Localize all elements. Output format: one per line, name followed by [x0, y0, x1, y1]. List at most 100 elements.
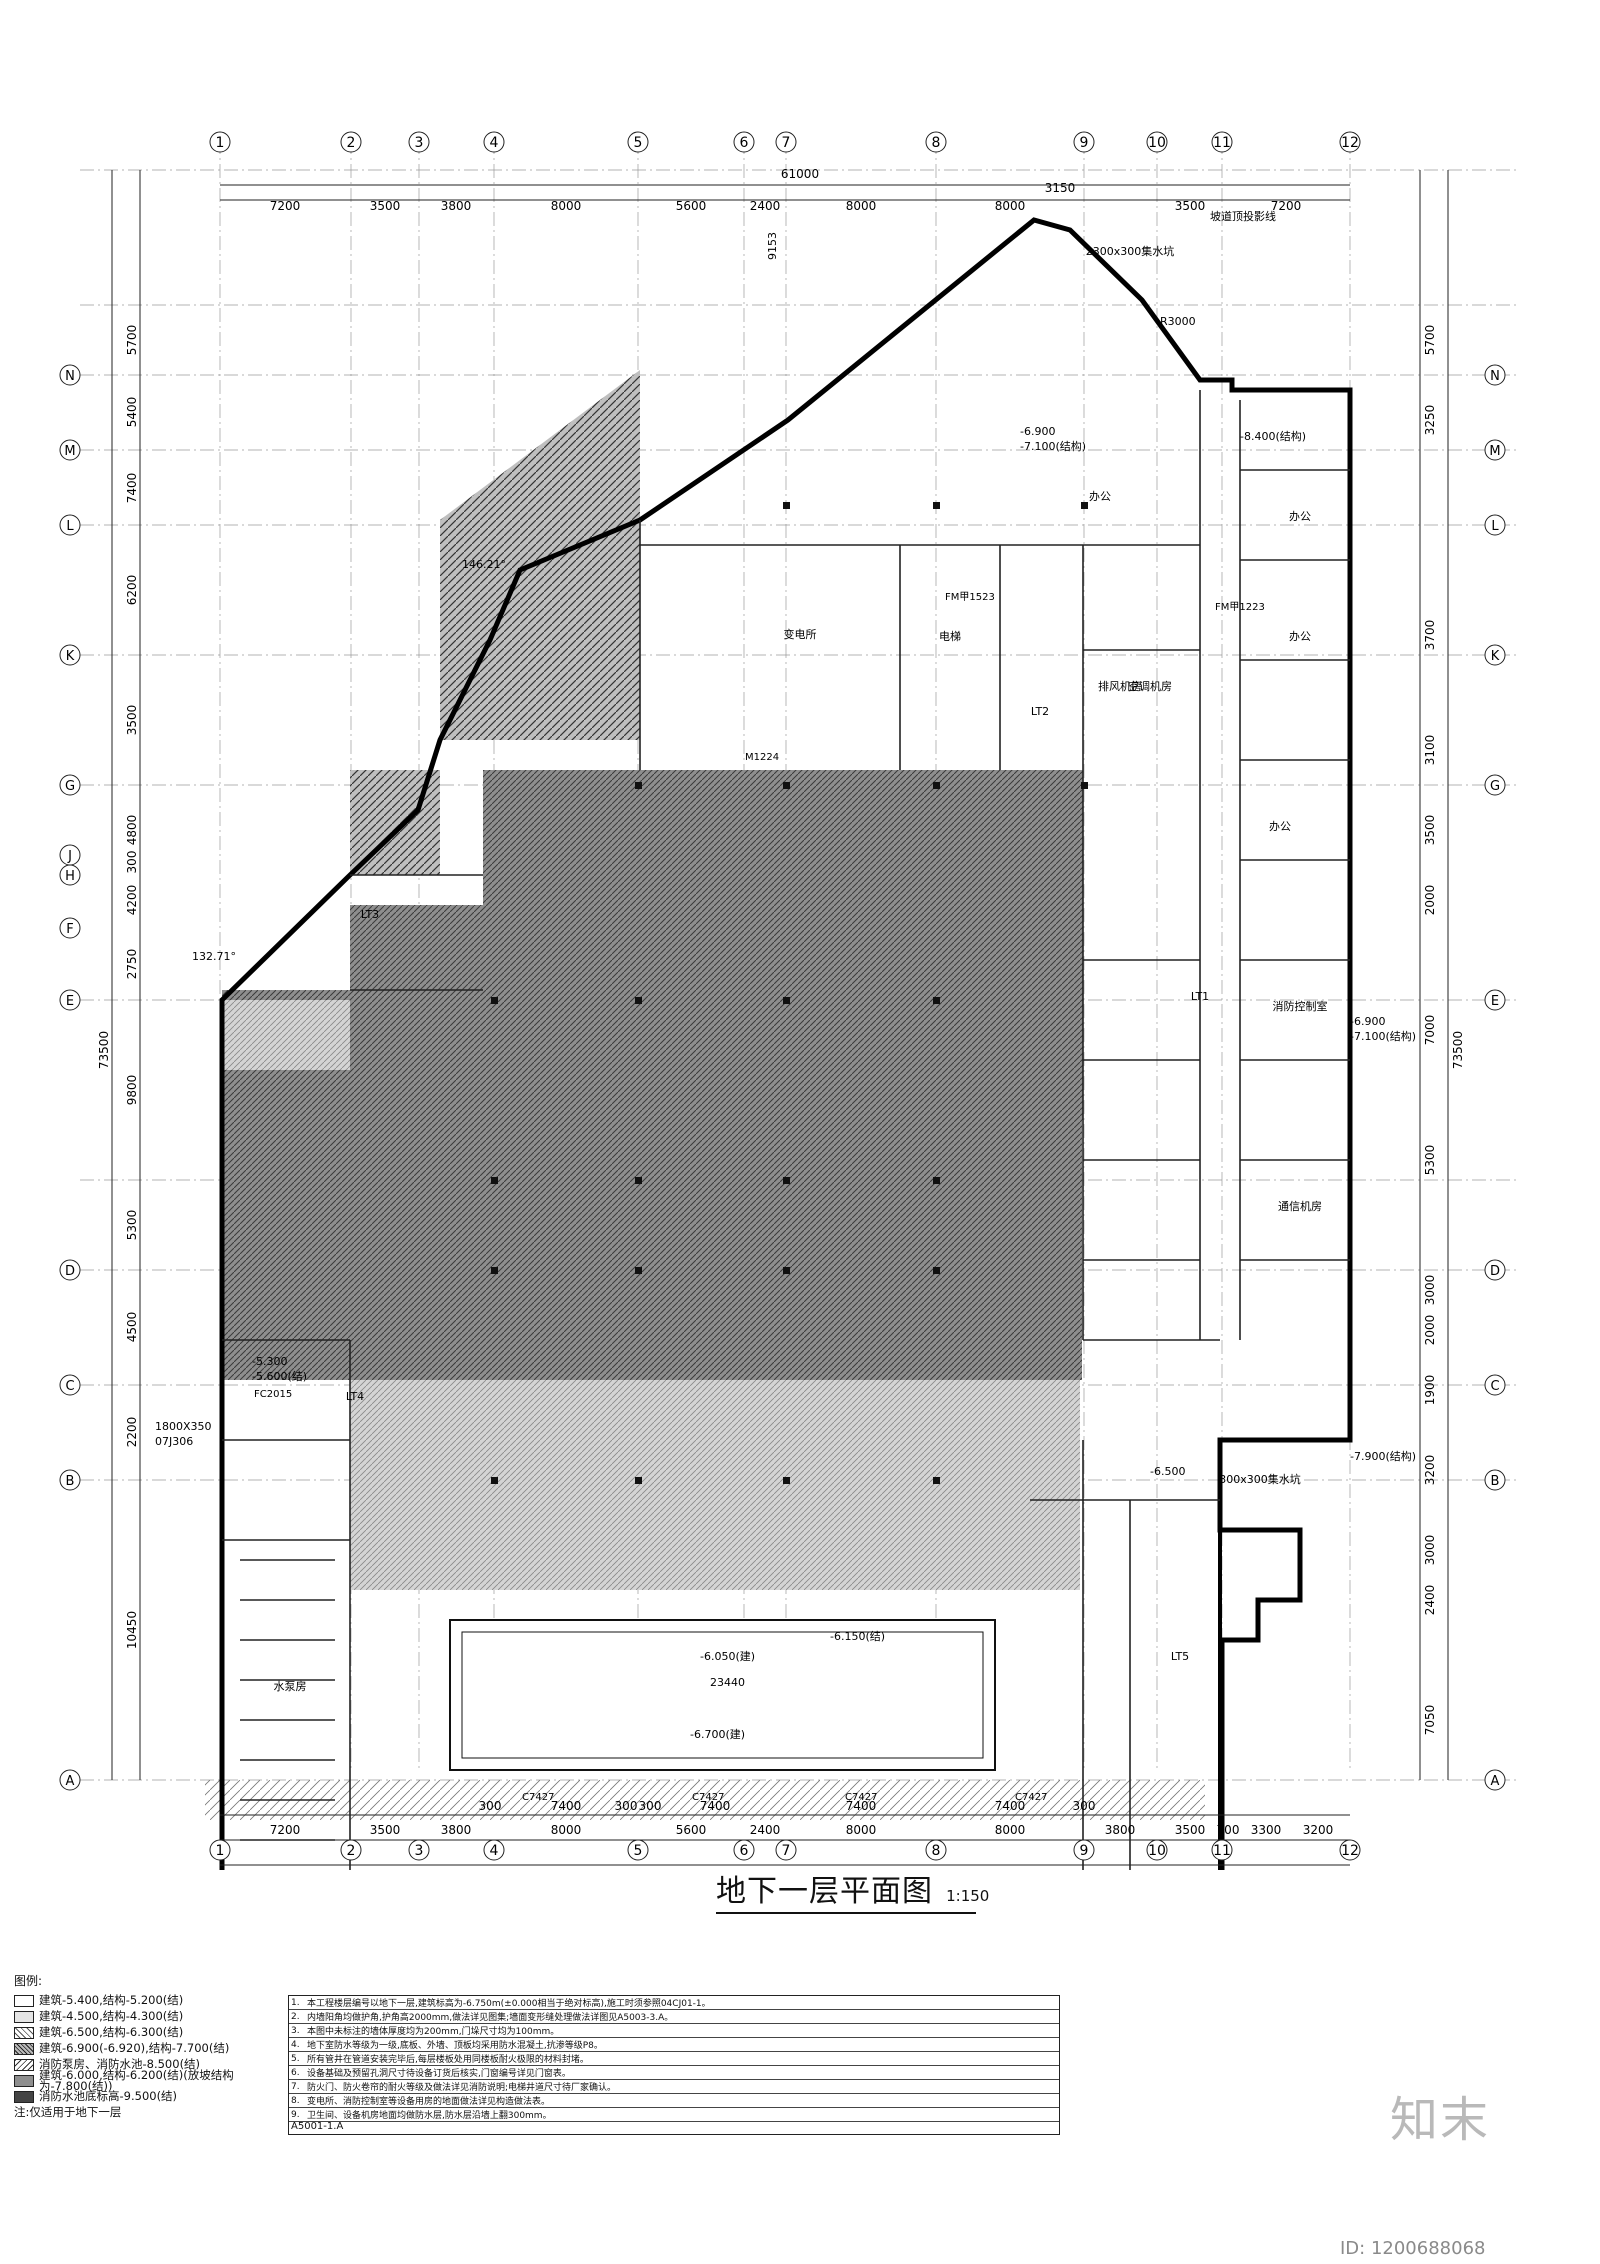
grid-row-D-r: D: [1490, 1264, 1500, 1279]
annotations: 146.21° 132.71° R3000 9153 23440 坡道顶投影线 …: [155, 209, 1276, 1689]
window-tag-2: C7427: [692, 1792, 724, 1803]
legend-item: 建筑-6.900(-6.920),结构-7.700(结): [14, 2041, 284, 2057]
grid-col-1: 1: [216, 135, 225, 151]
dimension-lines: [111, 170, 1449, 1866]
dim-top-7: 8000: [846, 199, 877, 213]
dim-bot-in-8: 300: [1073, 1799, 1096, 1813]
pool-length: 23440: [710, 1676, 745, 1689]
note-row: 6.设备基础及预留孔洞尺寸待设备订货后核实,门窗编号详见门窗表。: [289, 2066, 1059, 2080]
grid-row-C: C: [65, 1379, 74, 1394]
grid-row-N: N: [65, 369, 75, 384]
legend-item: 消防水池底标高-9.500(结): [14, 2089, 284, 2105]
dim-left-4: 5300: [125, 1210, 139, 1241]
grid-row-M-r: M: [1489, 444, 1500, 459]
label-water-pit-top: 2300x300集水坑: [1086, 244, 1175, 258]
grid-col-5-b: 5: [634, 1843, 643, 1859]
legend-item: 建筑-6.000,结构-6.200(结)(放坡结构为-7.800(结)): [14, 2069, 284, 2092]
overall-height-right: 73500: [1451, 1031, 1465, 1069]
note-row: 5.所有管井在管道安装完毕后,每层楼板处用同楼板耐火极限的材料封堵。: [289, 2052, 1059, 2066]
level-9: -5.600(结): [252, 1370, 307, 1383]
dim-top-8: 8000: [995, 199, 1026, 213]
dim-top-1: 7200: [270, 199, 301, 213]
level-1: -8.400(结构): [1240, 429, 1306, 443]
label-lt4: LT4: [346, 1390, 364, 1403]
legend-item: 建筑-5.400,结构-5.200(结): [14, 1993, 284, 2009]
dim-bot-1: 7200: [270, 1823, 301, 1837]
grid-row-K: K: [66, 649, 75, 664]
shaft-size: 1800X350: [155, 1420, 212, 1433]
dim-right-6: 2000: [1423, 1315, 1437, 1346]
dim-text-right: 73500 7050 2400 3000 3200 1900 2000 3000…: [1423, 325, 1465, 1736]
dim-bot-in-5: 7400: [700, 1799, 731, 1813]
dim-text-top: 61000 7200 3500 3800 8000 5600 2400 8000…: [270, 167, 1302, 213]
grid-row-N-r: N: [1490, 369, 1500, 384]
dim-bot-2: 3500: [370, 1823, 401, 1837]
note-row: 9.卫生间、设备机房地面均做防水层,防水层沿墙上翻300mm。: [289, 2108, 1059, 2122]
grid-col-6: 6: [740, 135, 749, 151]
legend-item: 消防泵房、消防水池-8.500(结): [14, 2057, 284, 2073]
floor-plan-drawing: 1 2 3 4 5 6 7 8 9 10 11 12 1 2 3 4 5 6 7…: [59, 131, 1520, 1870]
dim-left-5: 9800: [125, 1075, 139, 1106]
radius: R3000: [1160, 315, 1196, 328]
hatch-zone-top-left: [440, 370, 640, 740]
ground-hatch: [205, 1780, 1205, 1820]
legend-item: 建筑-6.500,结构-6.300(结): [14, 2025, 284, 2041]
room-office-3: 办公: [1289, 630, 1311, 643]
dim-bot-11: 700: [1217, 1823, 1240, 1837]
level-6: -6.700(建): [690, 1727, 745, 1741]
grid-col-12: 12: [1341, 135, 1359, 151]
label-lt1: LT1: [1191, 990, 1209, 1003]
grid-row-C-r: C: [1490, 1379, 1499, 1394]
room-fire-control: 消防控制室: [1273, 999, 1328, 1013]
label-lt3: LT3: [361, 908, 379, 921]
level-10: -6.500: [1150, 1465, 1185, 1478]
grid-row-G: G: [65, 779, 75, 794]
hatch-zone-lower: [350, 1380, 1080, 1590]
ref-code: 07J306: [155, 1435, 193, 1448]
grid-row-A: A: [66, 1774, 75, 1789]
column-bubbles-bottom: 1 2 3 4 5 6 7 8 9 10 11 12: [209, 1839, 1361, 1861]
grid-col-8-b: 8: [932, 1843, 941, 1859]
label-lt2: LT2: [1031, 705, 1049, 718]
room-labels: 办公 办公 办公 办公 变电所 空调机房 消防控制室 通信机房 排风机房 水泵房…: [274, 244, 1328, 1693]
grid-col-4-b: 4: [490, 1843, 499, 1859]
angle-1: 146.21°: [462, 558, 506, 571]
note-row: 1.本工程楼层编号以地下一层,建筑标高为-6.750m(±0.000相当于绝对标…: [289, 1996, 1059, 2010]
grid-col-10: 10: [1148, 135, 1166, 151]
level-4: -6.050(建): [700, 1649, 755, 1663]
dim-bot-in-7: 7400: [995, 1799, 1026, 1813]
dim-bot-5: 5600: [676, 1823, 707, 1837]
dim-right-15: 5700: [1423, 325, 1437, 356]
note-row: 3.本图中未标注的墙体厚度均为200mm,门垛尺寸均为100mm。: [289, 2024, 1059, 2038]
room-office-1: 办公: [1089, 490, 1111, 503]
dim-top-5: 5600: [676, 199, 707, 213]
note-row: 2.内墙阳角均做护角,护角高2000mm,做法详见图集;墙面变形缝处理做法详图见…: [289, 2010, 1059, 2024]
image-id: ID: 1200688068: [1340, 2238, 1486, 2259]
dim-right-2: 2400: [1423, 1585, 1437, 1616]
hatch-zone-central: [483, 770, 1083, 1120]
hatch-zone-ramp: [350, 905, 530, 1055]
notes-table: 1.本工程楼层编号以地下一层,建筑标高为-6.750m(±0.000相当于绝对标…: [288, 1995, 1060, 2135]
grid-col-7: 7: [782, 135, 791, 151]
dim-right-9: 7000: [1423, 1015, 1437, 1046]
dim-right-1: 7050: [1423, 1705, 1437, 1736]
door-tag-3: FM甲1523: [945, 592, 995, 603]
dim-right-4: 3200: [1423, 1455, 1437, 1486]
dim-left-2: 2200: [125, 1417, 139, 1448]
dim-left-1: 10450: [125, 1611, 139, 1649]
room-pump: 水泵房: [274, 1680, 307, 1693]
dim-bot-6: 2400: [750, 1823, 781, 1837]
grid-row-E-r: E: [1491, 994, 1499, 1009]
columns: [491, 502, 1088, 1484]
dim-left-11: 6200: [125, 575, 139, 606]
dim-right-5: 1900: [1423, 1375, 1437, 1406]
grid-row-B: B: [66, 1474, 75, 1489]
note-row: 4.地下室防水等级为一级,底板、外墙、顶板均采用防水混凝土,抗渗等级P8。: [289, 2038, 1059, 2052]
dim-top-9: 3150: [1045, 181, 1076, 195]
room-fan: 排风机房: [1098, 679, 1142, 693]
room-office-2: 办公: [1289, 510, 1311, 523]
legend-heading: 图例:: [14, 1974, 43, 1988]
grid-row-H: H: [65, 869, 75, 884]
grid-row-M: M: [64, 444, 75, 459]
window-tag-3: C7427: [845, 1792, 877, 1803]
